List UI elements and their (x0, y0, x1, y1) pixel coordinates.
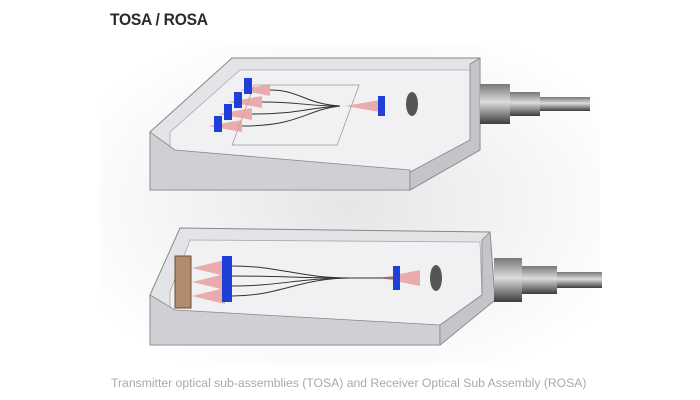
lens-array (222, 256, 232, 302)
tosa-module (149, 57, 590, 191)
rosa-module (149, 227, 602, 346)
fiber-connector (494, 258, 602, 302)
page-title: TOSA / ROSA (110, 10, 208, 29)
waveguides (241, 89, 341, 127)
fiber-connector (480, 84, 590, 124)
port-opening (406, 92, 418, 116)
photodiode-block (174, 255, 192, 309)
laser-beams (208, 84, 380, 132)
figure-caption: Transmitter optical sub-assemblies (TOSA… (111, 376, 587, 390)
lens (393, 266, 400, 290)
lens-array (214, 78, 385, 132)
